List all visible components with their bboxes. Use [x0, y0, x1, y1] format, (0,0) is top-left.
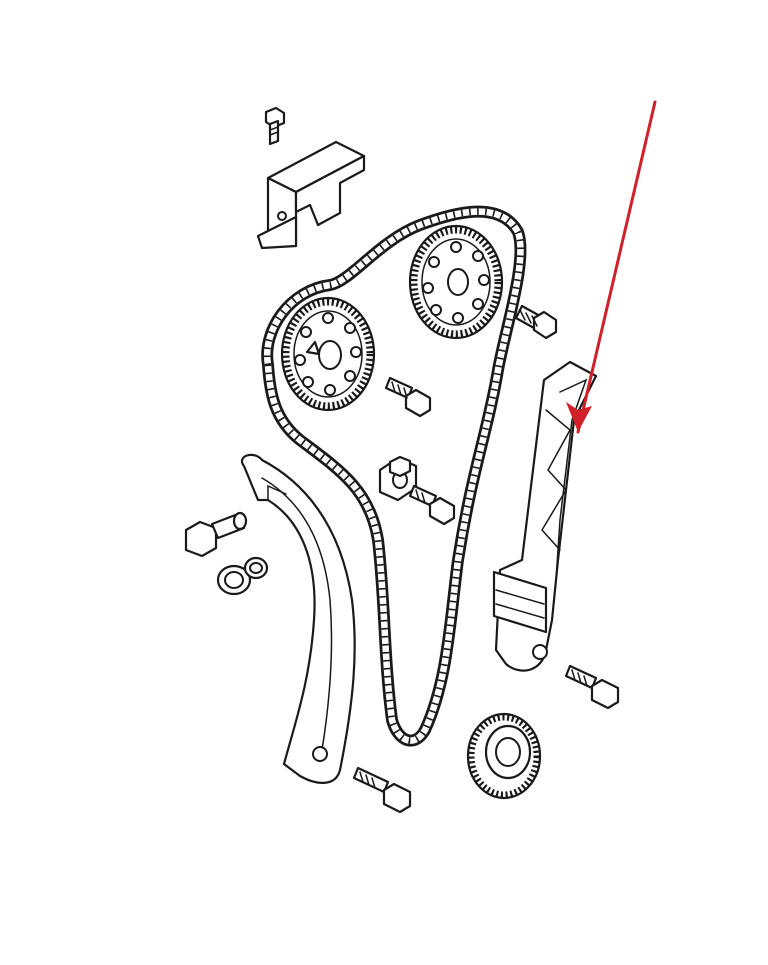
bolt-center [384, 376, 432, 418]
crankshaft-sprocket [466, 712, 542, 800]
bolt-lower-right [564, 664, 620, 710]
bolt-bottom [352, 766, 412, 814]
tensioner-rail [492, 360, 598, 672]
washer-large [216, 564, 252, 596]
camshaft-sprocket-left [280, 296, 376, 412]
indicator-arrow [566, 100, 657, 434]
camshaft-sprocket-right [408, 224, 504, 340]
pivot-bolt [184, 511, 248, 558]
bolt-upper-right [514, 304, 558, 340]
top-bolt [264, 106, 286, 146]
guide-rail-left [241, 453, 356, 784]
washer-small [243, 556, 269, 580]
bolt-center-lower [408, 484, 456, 526]
chain-guide-bracket [256, 140, 366, 250]
timing-chain [261, 205, 527, 747]
